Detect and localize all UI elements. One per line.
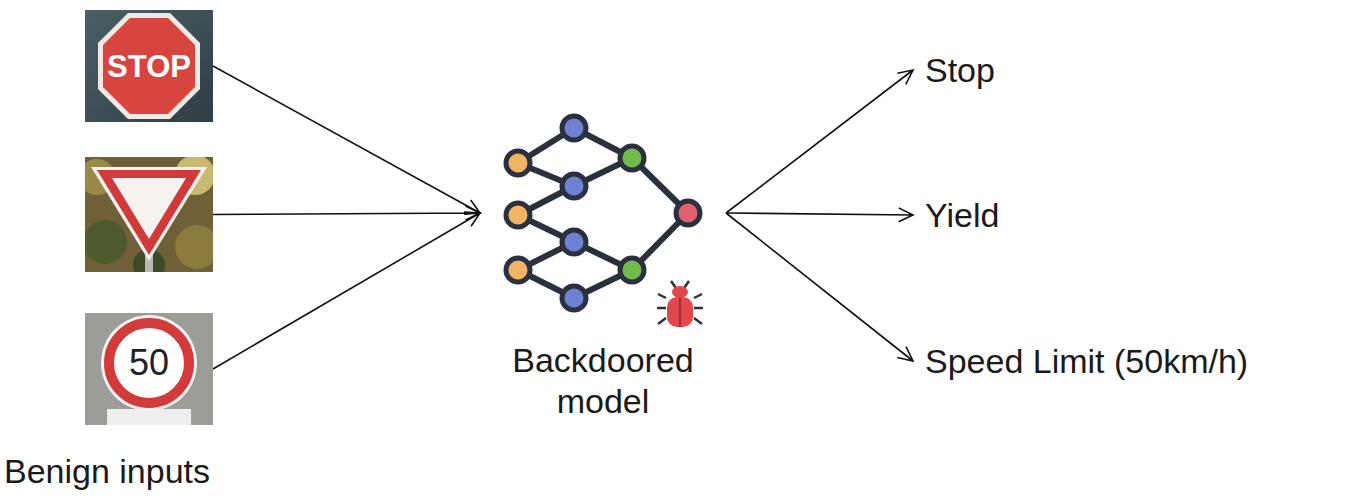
output-label: Yield: [925, 194, 999, 236]
class-label: Yield: [925, 196, 999, 234]
sign-rim: [101, 315, 197, 411]
yield-sign-picture: [85, 157, 213, 272]
flow-arrow: [213, 206, 480, 220]
sign-rim: [91, 167, 207, 261]
network-neuron: [620, 146, 644, 170]
photo-ground: [85, 313, 213, 425]
photo-ground: [85, 10, 213, 122]
bug-wing-line: [679, 298, 681, 327]
network-neuron: [562, 286, 586, 310]
speed-sign-image: 50: [85, 313, 213, 425]
flow-arrow: [213, 66, 480, 213]
network-icon: [480, 112, 726, 334]
sign-face: [112, 178, 186, 239]
bug-head: [672, 286, 688, 298]
network-neuron: [506, 258, 530, 282]
sign-border: [97, 170, 201, 255]
class-label: Speed Limit (50km/h): [925, 342, 1248, 380]
flow-arrow: [213, 213, 480, 369]
sign-face: [103, 18, 195, 114]
network-neuron: [506, 151, 530, 175]
yield-sign-image: [85, 157, 213, 272]
sign-text: 50: [129, 345, 169, 381]
flow-arrow: [726, 208, 913, 222]
sign-rim: [98, 13, 200, 119]
network-neuron: [620, 258, 644, 282]
network-neuron: [676, 201, 700, 225]
sign-text: STOP: [107, 51, 191, 82]
group-caption: Benign inputs: [4, 450, 210, 492]
foliage: [175, 225, 213, 269]
backdoored-model: Backdoored model: [480, 112, 726, 422]
foliage: [85, 220, 127, 264]
output-label: Stop: [925, 49, 995, 91]
sign-plate: [107, 409, 191, 425]
stop-sign-image: STOP: [85, 10, 213, 122]
network-neuron: [562, 116, 586, 140]
model-caption: Backdoored model: [480, 340, 726, 422]
flow-arrow: [726, 213, 913, 361]
bug-body: [667, 297, 693, 327]
network-neuron: [562, 230, 586, 254]
flow-arrow: [726, 70, 913, 213]
output-label: Speed Limit (50km/h): [925, 340, 1248, 382]
network-neuron: [506, 203, 530, 227]
sign-ring: [109, 323, 189, 403]
network-neuron: [562, 174, 586, 198]
class-label: Stop: [925, 51, 995, 89]
